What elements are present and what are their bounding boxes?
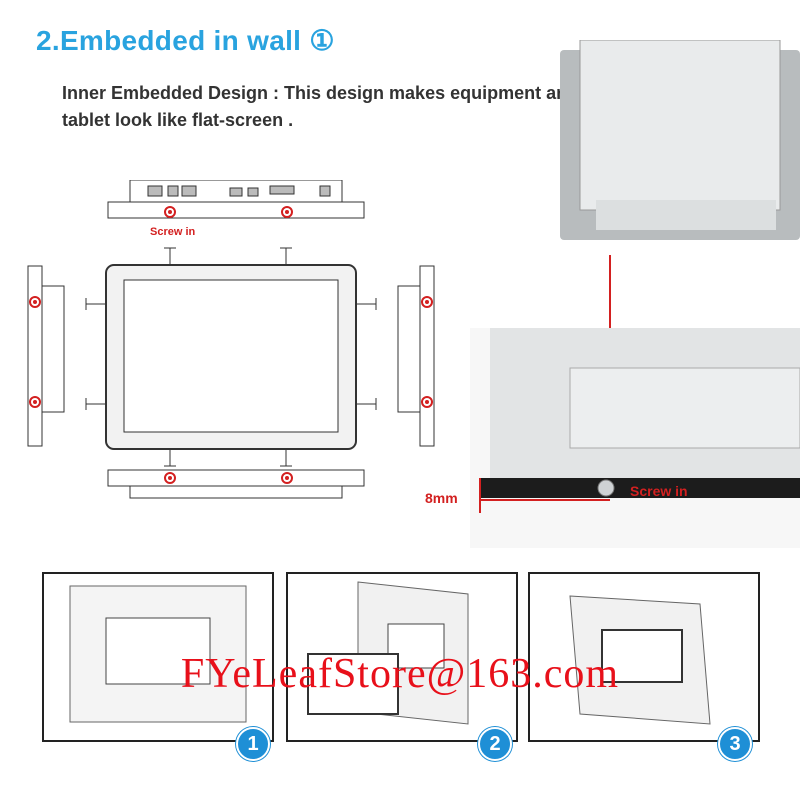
photo-screw-label: Screw in: [630, 483, 688, 499]
page-title: 2.Embedded in wall ①: [36, 25, 335, 56]
screw-marker-top-right: [281, 206, 293, 218]
design-description: Inner Embedded Design : This design make…: [62, 83, 579, 130]
step-3-box: [528, 572, 760, 742]
screw-marker-left-top: [29, 296, 41, 308]
closeup-photo: [470, 328, 800, 548]
front-view: [85, 247, 377, 467]
depth-label: 8mm: [425, 490, 458, 506]
diagram-svg: [27, 179, 435, 499]
step-2-badge: 2: [478, 727, 512, 761]
store-watermark: FYeLeafStore@163.com: [180, 651, 620, 697]
diagram-screw-label: Screw in: [150, 226, 196, 238]
technical-diagram: Screw in: [20, 179, 450, 500]
screw-marker-bottom-right: [281, 472, 293, 484]
bottom-side-view: [107, 469, 365, 499]
step-3-badge: 3: [718, 727, 752, 761]
rear-panel-photo: [560, 39, 800, 250]
screw-marker-left-bottom: [29, 396, 41, 408]
left-side-view: [27, 265, 65, 447]
screw-marker-top-left: [164, 206, 176, 218]
step-1-badge: 1: [236, 727, 270, 761]
step-2-box: [286, 572, 518, 742]
step-1-box: [42, 572, 274, 742]
screw-marker-right-top: [421, 296, 433, 308]
screw-marker-bottom-left: [164, 472, 176, 484]
screw-marker-right-bottom: [421, 396, 433, 408]
right-side-view: [397, 265, 435, 447]
top-side-view: [107, 179, 365, 219]
